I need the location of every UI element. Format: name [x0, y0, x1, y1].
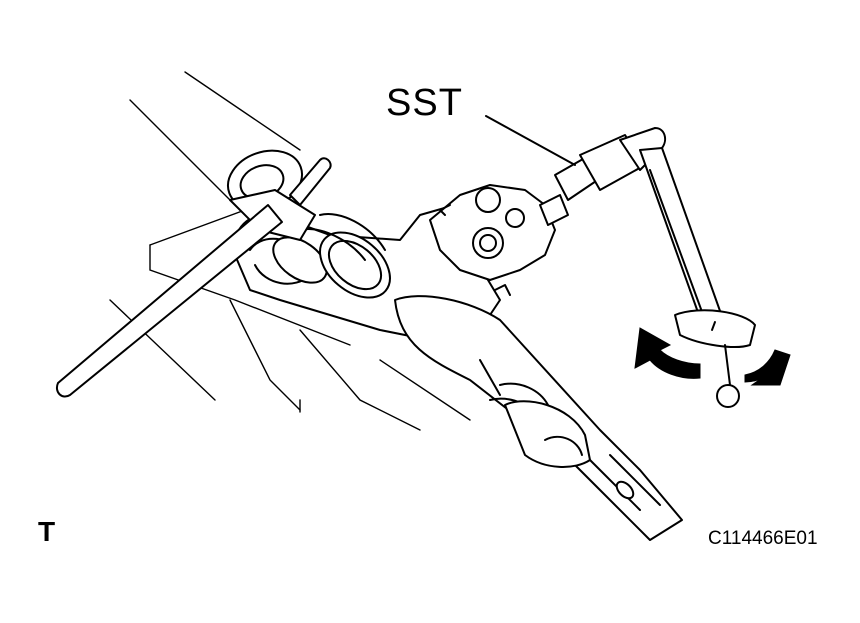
rotation-arrows [634, 327, 791, 386]
figure-code-label: C114466E01 [708, 528, 818, 549]
sst-leader-line [485, 115, 576, 166]
right-arrow-icon [744, 349, 791, 386]
sst-torque-wrench [554, 127, 756, 408]
view-letter-label: T [38, 516, 56, 547]
end-fitting [227, 149, 316, 241]
sst-label: SST [386, 82, 463, 124]
valve-body [429, 184, 569, 296]
t-bar-handle [56, 157, 332, 398]
boot-collar [299, 213, 391, 299]
left-arrow-icon [634, 327, 701, 379]
rack-tube [394, 295, 683, 541]
